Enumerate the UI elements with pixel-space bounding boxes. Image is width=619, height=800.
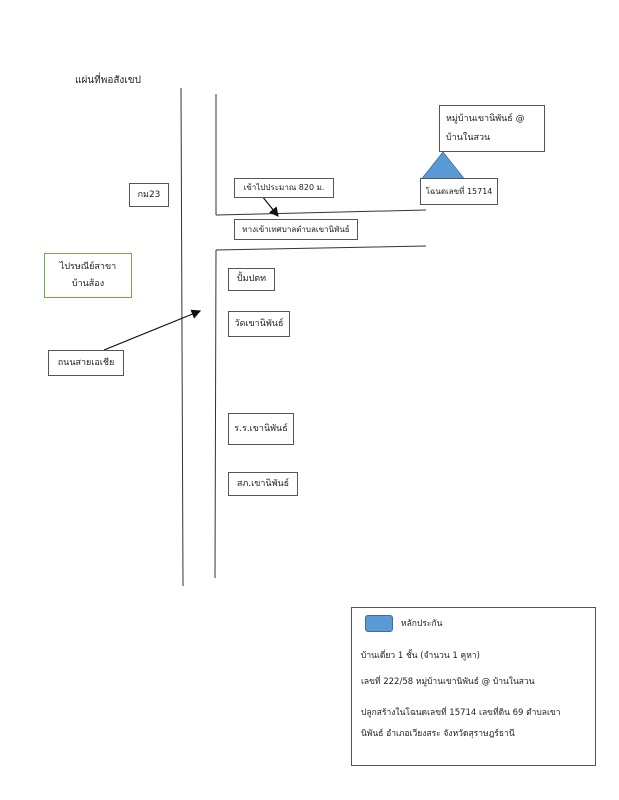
village-box: หมู่บ้านเขานิพันธ์ @ บ้านในสวน bbox=[439, 105, 545, 152]
police-box: สภ.เขานิพันธ์ bbox=[228, 472, 298, 496]
legend-marker-label: หลักประกัน bbox=[401, 619, 443, 629]
post-office-box: ไปรษณีย์สาขา บ้านส้อง bbox=[44, 253, 132, 298]
road-arrow bbox=[103, 309, 202, 351]
deed-label: โฉนดเลขที่ 15714 bbox=[425, 186, 493, 196]
highway-left-edge bbox=[180, 87, 184, 587]
highway-right-edge-lower bbox=[214, 249, 217, 579]
village-line1: หมู่บ้านเขานิพันธ์ @ bbox=[446, 113, 525, 124]
legend-line1: บ้านเดี่ยว 1 ชั้น (จำนวน 1 คูหา) bbox=[361, 651, 480, 661]
gas-station-box: ปั้มปตท bbox=[228, 268, 275, 291]
gas-station-label: ปั้มปตท bbox=[236, 274, 267, 285]
temple-label: วัดเขานิพันธ์ bbox=[234, 318, 284, 329]
legend-box: หลักประกัน บ้านเดี่ยว 1 ชั้น (จำนวน 1 คู… bbox=[351, 607, 596, 766]
school-label: ร.ร.เขานิพันธ์ bbox=[234, 423, 288, 434]
post-office-line2: บ้านส้อง bbox=[71, 278, 105, 289]
police-label: สภ.เขานิพันธ์ bbox=[236, 478, 290, 489]
distance-arrow bbox=[261, 195, 279, 217]
km-marker-label: กม23 bbox=[137, 189, 161, 200]
side-road-lower-edge bbox=[215, 245, 427, 251]
distance-label: เข้าไปประมาณ 820 ม. bbox=[243, 183, 325, 193]
deed-box: โฉนดเลขที่ 15714 bbox=[420, 178, 498, 205]
distance-box: เข้าไปประมาณ 820 ม. bbox=[234, 178, 334, 198]
collateral-marker bbox=[419, 151, 467, 182]
road-label-box: ถนนสายเอเชีย bbox=[48, 350, 124, 376]
village-line2: บ้านในสวน bbox=[446, 132, 491, 143]
temple-box: วัดเขานิพันธ์ bbox=[228, 311, 290, 337]
legend-marker-swatch bbox=[365, 615, 393, 632]
post-office-line1: ไปรษณีย์สาขา bbox=[59, 261, 117, 272]
map-title: แผ่นที่พอสังเขป bbox=[75, 75, 141, 86]
legend-line2: เลขที่ 222/58 หมู่บ้านเขานิพันธ์ @ บ้านใ… bbox=[361, 677, 535, 687]
school-box: ร.ร.เขานิพันธ์ bbox=[228, 413, 294, 445]
legend-line4: นิพันธ์ อำเภอเวียงสระ จังหวัดสุราษฎร์ธาน… bbox=[361, 729, 515, 739]
way-box: ทางเข้าเทศบาลตำบลเขานิพันธ์ bbox=[234, 219, 358, 240]
road-label: ถนนสายเอเชีย bbox=[57, 357, 115, 368]
way-label: ทางเข้าเทศบาลตำบลเขานิพันธ์ bbox=[242, 224, 350, 234]
legend-line3: ปลูกสร้างในโฉนดเลขที่ 15714 เลขที่ดิน 69… bbox=[361, 708, 561, 718]
side-road-upper-edge bbox=[215, 209, 427, 216]
km-marker-box: กม23 bbox=[129, 183, 169, 207]
